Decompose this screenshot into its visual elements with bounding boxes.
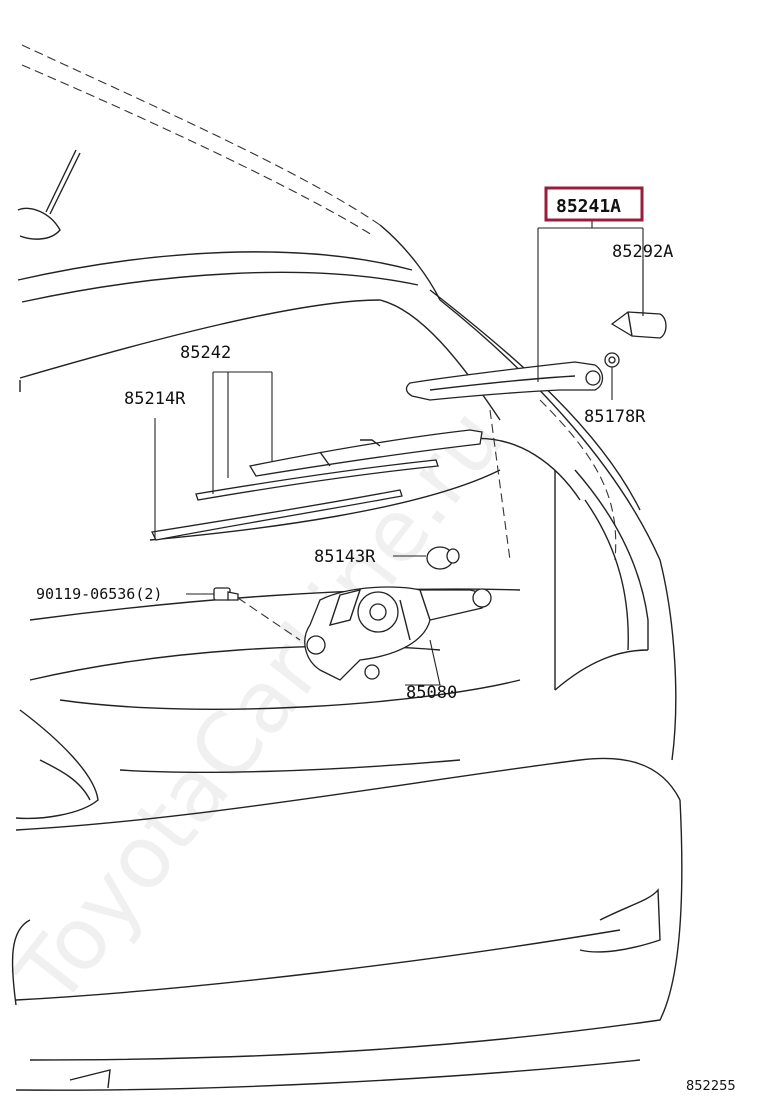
part-label-85242[interactable]: 85242 xyxy=(180,343,231,363)
grommet xyxy=(426,546,460,570)
part-label-85292a[interactable]: 85292A xyxy=(612,242,673,262)
figure-number: 852255 xyxy=(686,1079,736,1094)
wiper-blade xyxy=(248,429,483,477)
vehicle-body-outline xyxy=(11,44,683,1091)
part-label-85178r[interactable]: 85178R xyxy=(584,407,646,427)
part-label-85080[interactable]: 85080 xyxy=(406,683,457,703)
mounting-bolt xyxy=(213,587,301,641)
part-label-90119-06536[interactable]: 90119-06536(2) xyxy=(36,585,162,603)
part-label-85241a[interactable]: 85241A xyxy=(556,196,621,217)
part-label-85143r[interactable]: 85143R xyxy=(314,547,376,567)
wiper-rubber xyxy=(151,459,439,541)
part-label-85214r[interactable]: 85214R xyxy=(124,389,186,409)
leader-lines xyxy=(154,220,644,686)
wiper-arm xyxy=(405,361,604,401)
highlight-box xyxy=(544,186,644,222)
wiper-arm-cap xyxy=(610,311,667,339)
wiper-motor xyxy=(304,586,492,681)
arm-nut xyxy=(604,352,620,368)
